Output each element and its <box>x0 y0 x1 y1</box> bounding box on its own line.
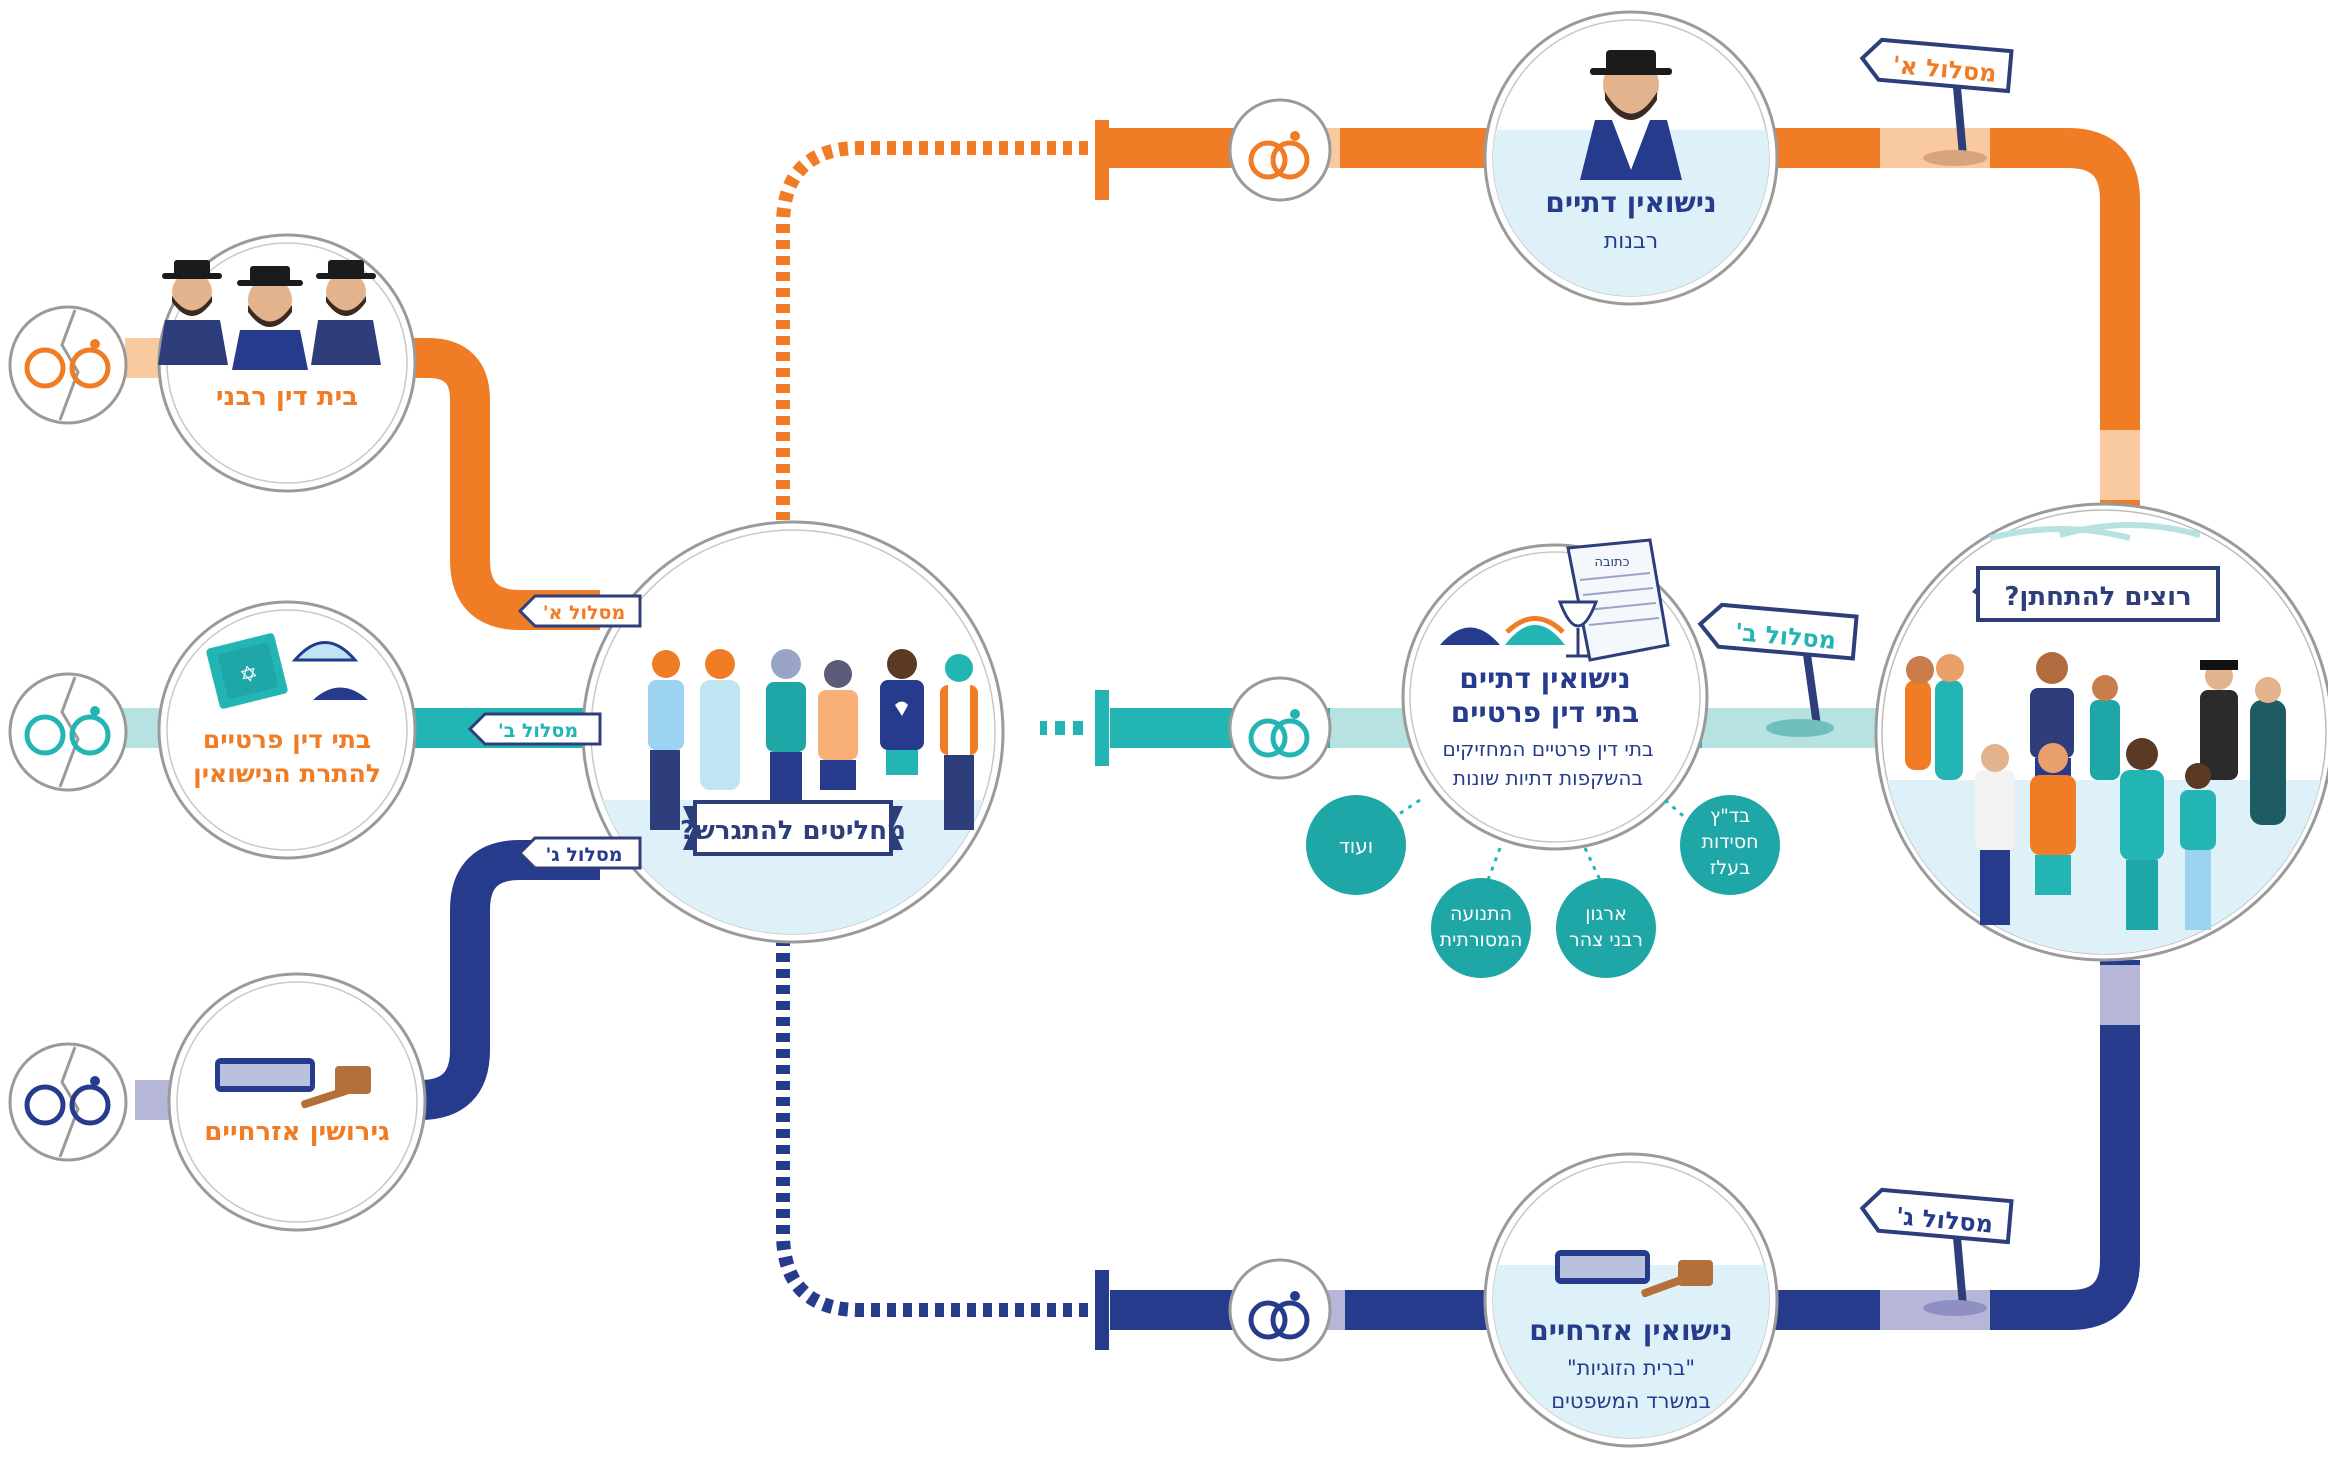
divorce-circle-c: גירושין אזרחיים <box>167 972 427 1232</box>
hub-sign-a-label: מסלול א' <box>543 602 625 624</box>
rings-b <box>1228 676 1332 780</box>
people-illustration <box>648 649 978 830</box>
kippah-icon <box>313 687 368 700</box>
rabbi-icon <box>1580 50 1682 180</box>
gavel-icon <box>215 1058 371 1109</box>
marriage-b-sub-2: בהשקפות דתיות שונות <box>1453 766 1643 790</box>
org-bubble-3: התנועה המסורתית <box>1431 878 1531 978</box>
marriage-c-sub-1: "ברית הזוגיות" <box>1567 1356 1695 1380</box>
divorce-hub-circle: מחליטים להתגרש? <box>581 520 1005 944</box>
svg-text:ארגון: ארגון <box>1585 903 1627 925</box>
start-title: רוצים להתחתן? <box>2004 582 2191 612</box>
org-bubble-4: ועוד <box>1306 795 1406 895</box>
svg-text:התנועה: התנועה <box>1450 903 1512 925</box>
marriage-b-title-2: בתי דין פרטיים <box>1451 696 1640 729</box>
marriage-b-title-1: נישואין דתיים <box>1459 662 1630 695</box>
holy-book-icon: ✡ <box>206 633 288 709</box>
marriage-b-sub-1: בתי דין פרטיים המחזיקים <box>1442 737 1653 761</box>
marriage-circle-c: נישואין אזרחיים "ברית הזוגיות" במשרד המש… <box>1483 1152 1779 1448</box>
kippah-icon <box>291 641 359 662</box>
divorce-hub-title: מחליטים להתגרש? <box>680 816 906 846</box>
svg-text:✡: ✡ <box>237 661 261 690</box>
kiddush-cup-icon <box>1557 600 1599 658</box>
svg-text:ועוד: ועוד <box>1339 834 1373 858</box>
marriage-a-title: נישואין דתיים <box>1545 186 1716 219</box>
svg-text:בד"ץ: בד"ץ <box>1710 805 1750 827</box>
marriage-circle-a: נישואין דתיים רבנות <box>1483 10 1779 306</box>
route-a-path <box>776 120 2140 520</box>
divorce-b-title-2: להתרת הנישואין <box>193 759 381 788</box>
rings-c <box>1228 1258 1332 1362</box>
divorce-b-title-1: בתי דין פרטיים <box>203 725 371 754</box>
svg-text:בעלז: בעלז <box>1710 857 1750 879</box>
marriage-c-sub-2: במשרד המשפטים <box>1551 1389 1711 1413</box>
svg-text:המסורתית: המסורתית <box>1440 929 1523 951</box>
hub-sign-b: מסלול ב' <box>467 712 602 746</box>
broken-rings-a <box>8 305 128 425</box>
hub-sign-a: מסלול א' <box>517 594 642 628</box>
sign-route-c: מסלול ג' <box>1859 1187 2014 1316</box>
svg-text:רבני צהר: רבני צהר <box>1569 929 1643 951</box>
hub-sign-c: מסלול ג' <box>517 836 642 870</box>
kippah-icon <box>1440 627 1500 645</box>
sign-route-a: מסלול א' <box>1859 37 2014 166</box>
ketubah-label: כתובה <box>1595 555 1630 570</box>
gavel-icon <box>1555 1250 1713 1298</box>
hub-sign-c-label: מסלול ג' <box>545 844 622 866</box>
svg-text:חסידות: חסידות <box>1701 831 1758 853</box>
couples-illustration <box>1905 652 2286 930</box>
divorce-c-title: גירושין אזרחיים <box>204 1117 389 1147</box>
hub-sign-b-label: מסלול ב' <box>498 720 578 742</box>
org-bubble-1: בד"ץ חסידות בעלז <box>1680 795 1780 895</box>
kippah-icon <box>1505 625 1565 645</box>
route-c-path <box>776 940 2140 1350</box>
broken-rings-b <box>8 672 128 792</box>
divorce-circle-b: ✡ בתי דין פרטיים להתרת הנישואין <box>157 600 417 860</box>
start-title-banner: רוצים להתחתן? <box>1972 566 2220 622</box>
rings-a <box>1228 98 1332 202</box>
divorce-circle-a: בית דין רבני <box>157 233 417 493</box>
rabbinical-judges-icon <box>158 260 381 370</box>
marriage-c-title: נישואין אזרחיים <box>1529 1314 1732 1347</box>
divorce-a-title: בית דין רבני <box>216 382 358 412</box>
start-circle: רוצים להתחתן? <box>1874 502 2328 962</box>
marriage-circle-b: כתובה נישואין דתיים בתי דין פרטיים בתי ד… <box>1401 538 1709 851</box>
divorce-hub-banner: מחליטים להתגרש? <box>680 800 906 856</box>
sign-route-b: מסלול ב' <box>1697 602 1859 737</box>
orgs-group: בד"ץ חסידות בעלז ארגון רבני צהר התנועה ה… <box>1306 795 1780 978</box>
org-bubble-2: ארגון רבני צהר <box>1556 878 1656 978</box>
marriage-a-subtitle: רבנות <box>1604 229 1658 254</box>
ketubah-scroll-icon: כתובה <box>1566 538 1670 662</box>
broken-rings-c <box>8 1042 128 1162</box>
